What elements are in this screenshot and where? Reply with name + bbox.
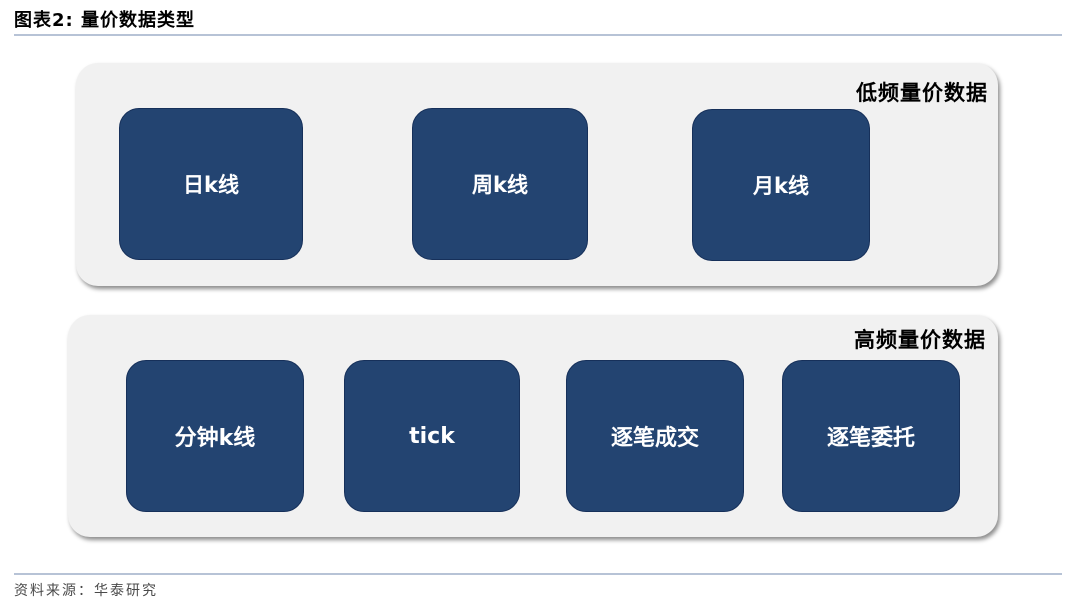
monthly-kline-box: 月k线: [692, 109, 870, 261]
minute-kline-box: 分钟k线: [126, 360, 304, 512]
low-frequency-label: 低频量价数据: [856, 81, 988, 105]
high-frequency-panel: 高频量价数据 分钟k线 tick 逐笔成交 逐笔委托: [68, 315, 998, 537]
low-frequency-panel: 低频量价数据 日k线 周k线 月k线: [76, 63, 998, 286]
weekly-kline-box: 周k线: [412, 108, 588, 260]
tick-by-tick-trade-box: 逐笔成交: [566, 360, 744, 512]
tick-box: tick: [344, 360, 520, 512]
top-divider: [14, 34, 1062, 36]
source-note: 资料来源：华泰研究: [14, 583, 158, 599]
tick-by-tick-order-box: 逐笔委托: [782, 360, 960, 512]
daily-kline-box: 日k线: [119, 108, 303, 260]
bottom-divider: [14, 573, 1062, 575]
high-frequency-label: 高频量价数据: [854, 328, 986, 352]
figure-title: 图表2: 量价数据类型: [14, 10, 195, 31]
